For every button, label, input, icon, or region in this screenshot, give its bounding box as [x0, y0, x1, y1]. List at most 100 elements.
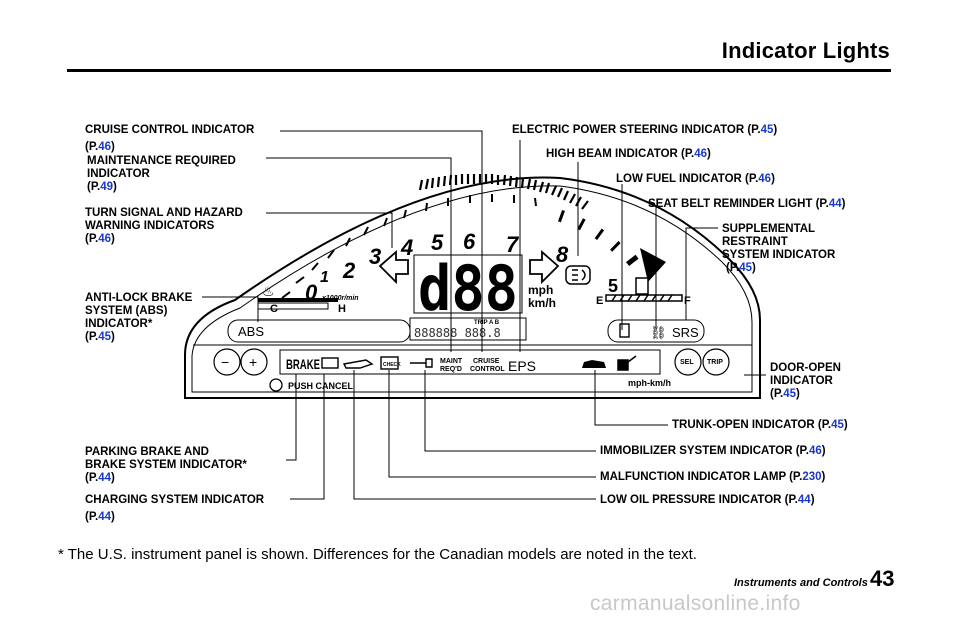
page-ref-link[interactable]: 45	[783, 388, 797, 400]
callout-trunk-open: TRUNK-OPEN INDICATOR (P.45)	[672, 419, 848, 431]
plus-button	[240, 348, 268, 376]
page-ref-link[interactable]: 45	[739, 262, 753, 274]
turn-right-arrow	[529, 250, 560, 285]
page-ref-link[interactable]: 45	[831, 419, 844, 431]
tach-numbers: 0 1 2 3 4 5 6 7 8	[305, 229, 569, 305]
fuel-empty: E	[596, 295, 603, 307]
check-label: CHECK	[383, 362, 401, 368]
page-ref-link[interactable]: 45	[760, 124, 774, 136]
page-number: 43	[870, 566, 895, 591]
trip-label: TRIP A B	[474, 320, 500, 326]
callout-door-open: DOOR-OPEN INDICATOR (P.45)	[770, 362, 841, 400]
oil-can-icon	[342, 359, 374, 369]
fuel-bar	[605, 294, 683, 302]
cluster-outline	[184, 176, 761, 399]
cruise-label-2: CONTROL	[470, 366, 505, 373]
temp-hot: H	[338, 303, 346, 315]
callout-electric-power-steering: ELECTRIC POWER STEERING INDICATOR (P.45)	[512, 124, 778, 136]
callout-seat-belt: SEAT BELT REMINDER LIGHT (P.44)	[648, 198, 846, 210]
callout-immobilizer: IMMOBILIZER SYSTEM INDICATOR (P.46)	[600, 445, 826, 457]
callout-low-oil-pressure: LOW OIL PRESSURE INDICATOR (P.44)	[600, 494, 815, 506]
tach-number-1: 1	[320, 269, 329, 286]
trip-button	[702, 348, 730, 376]
sel-button-label: SEL	[680, 359, 694, 366]
low-fuel-icon	[619, 323, 630, 338]
mph-kmh-label: mph-km/h	[628, 378, 671, 388]
callout-srs: SUPPLEMENTAL RESTRAINT SYSTEM INDICATOR …	[722, 223, 836, 274]
trunk-open-icon	[582, 360, 606, 368]
plus-button-label: +	[249, 354, 257, 370]
callout-parking-brake: PARKING BRAKE AND BRAKE SYSTEM INDICATOR…	[85, 446, 247, 484]
maint-label-2: REQ'D	[440, 366, 462, 373]
callout-abs: ANTI-LOCK BRAKE SYSTEM (ABS) INDICATOR* …	[85, 292, 193, 343]
page-ref-link[interactable]: 44	[98, 472, 112, 484]
page-ref-link[interactable]: 44	[828, 198, 842, 210]
seat-belt-icon: ⛓	[650, 325, 667, 340]
maint-label-1: MAINT	[440, 358, 463, 365]
fuel-number: 5	[608, 276, 618, 296]
push-cancel-icon	[269, 378, 283, 392]
section-name: Instruments and Controls	[734, 577, 868, 589]
page-ref-link[interactable]: 46	[694, 148, 708, 160]
watermark: carmanualsonline.info	[590, 592, 801, 615]
temp-icon: ♨	[262, 283, 275, 299]
tach-number-7: 7	[506, 232, 520, 257]
callout-high-beam: HIGH BEAM INDICATOR (P.46)	[546, 148, 711, 160]
tach-unit: x1000r/min	[321, 295, 359, 302]
trip-button-label: TRIP	[707, 359, 723, 366]
fuel-full: F	[684, 295, 691, 307]
page-ref-link[interactable]: 44	[797, 494, 811, 506]
title-rule	[67, 69, 891, 72]
page-ref-link[interactable]: 49	[100, 181, 114, 193]
immobilizer-key-icon	[410, 358, 433, 368]
tach-number-6: 6	[463, 229, 476, 254]
door-open-icon	[617, 355, 637, 371]
speed-unit-mph: mph	[528, 283, 553, 297]
cluster-inner-outline	[191, 185, 753, 393]
page-ref-link[interactable]: 46	[808, 445, 822, 457]
odometer-text: 888888 888.8	[414, 326, 501, 340]
tach-number-5: 5	[431, 230, 444, 255]
minus-button	[213, 348, 241, 376]
page-ref-link[interactable]: 46	[98, 141, 112, 153]
minus-button-label: −	[221, 354, 229, 370]
page-ref-link[interactable]: 44	[98, 511, 112, 523]
digital-speed: d88	[418, 252, 518, 325]
brake-indicator: BRAKE	[286, 356, 320, 372]
callout-malfunction-lamp: MALFUNCTION INDICATOR LAMP (P.230)	[600, 471, 826, 483]
abs-window	[227, 319, 411, 343]
callout-cruise-control: CRUISE CONTROL INDICATOR (P.46)	[85, 124, 255, 153]
tach-redline-bars	[558, 210, 666, 282]
footnote: * The U.S. instrument panel is shown. Di…	[58, 546, 697, 563]
callout-maintenance-required: MAINTENANCE REQUIRED INDICATOR (P.49)	[87, 155, 236, 193]
fuel-pump-icon	[635, 277, 649, 295]
callout-charging: CHARGING SYSTEM INDICATOR (P.44)	[85, 494, 265, 523]
page-ref-link[interactable]: 45	[98, 331, 112, 343]
tach-number-2: 2	[342, 258, 356, 283]
page-ref-link[interactable]: 46	[98, 233, 112, 245]
speed-unit-kmh: km/h	[528, 296, 556, 310]
sel-button	[674, 348, 702, 376]
tach-number-8: 8	[556, 242, 569, 267]
tach-bar-graph	[418, 174, 589, 210]
eps-indicator: EPS	[508, 358, 536, 374]
turn-left-arrow	[378, 250, 409, 285]
check-engine-icon	[380, 356, 399, 370]
page-ref-link[interactable]: 230	[802, 471, 822, 483]
page-ref-link[interactable]: 46	[758, 173, 772, 185]
cruise-label-1: CRUISE	[473, 358, 500, 365]
srs-indicator: SRS	[672, 325, 699, 340]
leader-lines	[202, 130, 766, 500]
battery-icon	[321, 357, 339, 369]
tach-number-4: 4	[400, 235, 413, 260]
speed-display	[413, 254, 523, 314]
callout-turn-signal: TURN SIGNAL AND HAZARD WARNING INDICATOR…	[85, 207, 243, 245]
tach-number-3: 3	[369, 244, 381, 269]
tach-tick-marks	[281, 194, 537, 299]
lower-indicator-strip	[279, 349, 661, 375]
abs-indicator: ABS	[238, 324, 264, 339]
page-title: Indicator Lights	[721, 38, 890, 63]
push-cancel-label: PUSH CANCEL	[288, 381, 354, 391]
callout-low-fuel: LOW FUEL INDICATOR (P.46)	[616, 173, 775, 185]
